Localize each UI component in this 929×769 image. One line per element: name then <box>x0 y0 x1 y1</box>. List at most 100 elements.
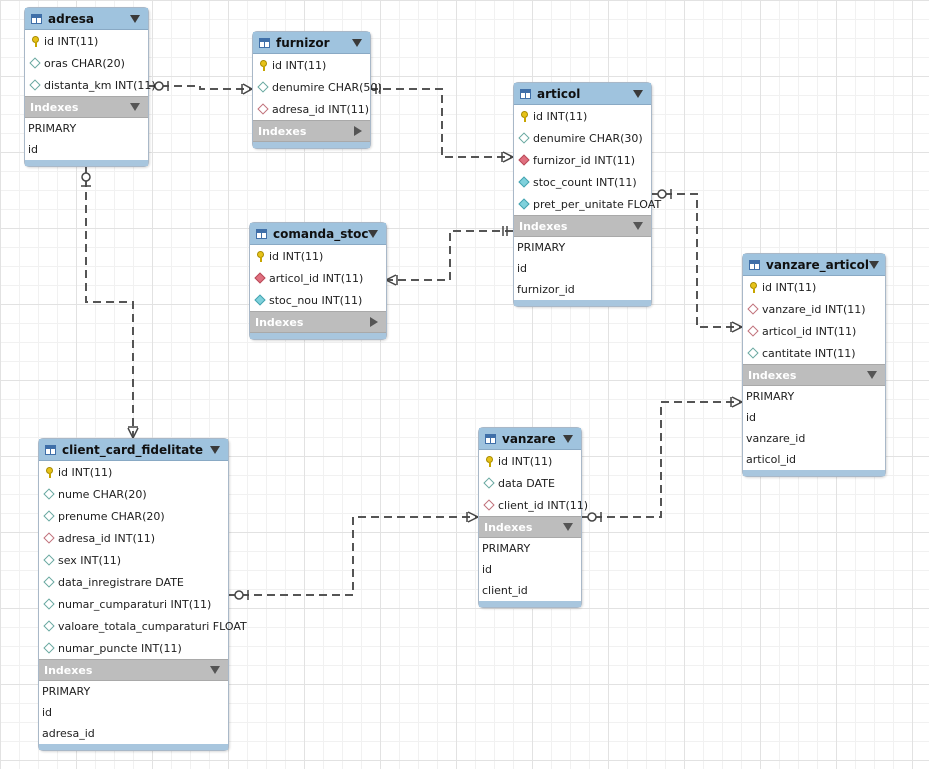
column-row[interactable]: sex INT(11) <box>39 549 228 571</box>
entity-client-card-fidelitate[interactable]: client_card_fidelitate id INT(11) nume C… <box>38 438 247 751</box>
many-end-vanzare-articol-b <box>731 396 743 403</box>
index-row[interactable]: id <box>28 143 39 156</box>
collapse-caret-icon[interactable] <box>130 14 140 23</box>
column-row[interactable]: nume CHAR(20) <box>39 483 228 505</box>
index-row[interactable]: PRIMARY <box>517 241 566 254</box>
index-row[interactable]: id <box>517 262 528 275</box>
column-row[interactable]: denumire CHAR(30) <box>514 127 651 149</box>
column-row[interactable]: adresa_id INT(11) <box>253 98 370 120</box>
collapse-caret-icon[interactable] <box>563 523 573 531</box>
entity-header[interactable]: articol <box>514 83 651 105</box>
collapse-caret-icon[interactable] <box>352 38 362 47</box>
column-label: articol_id INT(11) <box>762 324 857 338</box>
entity-vanzare-articol[interactable]: vanzare_articol id INT(11) vanzare_id IN… <box>742 253 886 477</box>
column-label: oras CHAR(20) <box>44 56 125 70</box>
index-row[interactable]: PRIMARY <box>482 542 531 555</box>
index-row[interactable]: id <box>42 706 53 719</box>
column-row[interactable]: articol_id INT(11) <box>250 267 386 289</box>
column-row[interactable]: id INT(11) <box>479 450 581 472</box>
indexes-label: Indexes <box>44 663 93 677</box>
expand-caret-icon[interactable] <box>354 126 362 136</box>
not-null-diamond-icon <box>518 198 530 210</box>
entity-vanzare[interactable]: vanzare id INT(11) data DATE client_id I… <box>478 427 588 608</box>
entity-header[interactable]: adresa <box>25 8 148 30</box>
column-row[interactable]: adresa_id INT(11) <box>39 527 228 549</box>
indexes-header[interactable]: Indexes <box>479 516 581 538</box>
column-row[interactable]: data DATE <box>479 472 581 494</box>
index-row[interactable]: id <box>482 563 493 576</box>
indexes-label: Indexes <box>258 124 307 138</box>
column-row[interactable]: oras CHAR(20) <box>25 52 148 74</box>
column-row[interactable]: denumire CHAR(50) <box>253 76 382 98</box>
column-label: valoare_totala_cumparaturi FLOAT <box>58 619 247 633</box>
collapse-caret-icon[interactable] <box>210 445 220 454</box>
index-row[interactable]: adresa_id <box>42 727 95 740</box>
entity-header[interactable]: furnizor <box>253 32 370 54</box>
indexes-header[interactable]: Indexes <box>253 120 370 142</box>
index-row[interactable]: vanzare_id <box>746 432 806 445</box>
column-label: nume CHAR(20) <box>58 487 147 501</box>
index-row[interactable]: furnizor_id <box>517 283 575 296</box>
column-row[interactable]: id INT(11) <box>250 245 386 267</box>
entity-title: adresa <box>48 11 94 26</box>
relationship-articol-vanzare-articol[interactable] <box>651 193 742 328</box>
entity-adresa[interactable]: adresa id INT(11) oras CHAR(20) distanta… <box>24 7 156 167</box>
collapse-caret-icon[interactable] <box>868 260 879 269</box>
expand-caret-icon[interactable] <box>370 317 378 327</box>
indexes-header[interactable]: Indexes <box>25 96 148 118</box>
relationship-adresa-client[interactable] <box>85 166 134 438</box>
column-row[interactable]: id INT(11) <box>743 276 885 298</box>
index-row[interactable]: id <box>746 411 757 424</box>
column-row[interactable]: pret_per_unitate FLOAT <box>514 193 661 215</box>
relationship-vanzare-vanzare-articol[interactable] <box>581 401 742 518</box>
column-row[interactable]: furnizor_id INT(11) <box>514 149 651 171</box>
column-row[interactable]: id INT(11) <box>39 461 228 483</box>
entity-articol[interactable]: articol id INT(11) denumire CHAR(30) fur… <box>513 82 661 307</box>
collapse-caret-icon[interactable] <box>633 222 643 230</box>
indexes-header[interactable]: Indexes <box>514 215 651 237</box>
indexes-header[interactable]: Indexes <box>39 659 228 681</box>
entity-header[interactable]: client_card_fidelitate <box>39 439 228 461</box>
column-row[interactable]: id INT(11) <box>514 105 651 127</box>
entity-header[interactable]: comanda_stoc <box>250 223 386 245</box>
relationship-furnizor-articol[interactable] <box>370 88 513 158</box>
column-row[interactable]: numar_cumparaturi INT(11) <box>39 593 228 615</box>
column-row[interactable]: prenume CHAR(20) <box>39 505 228 527</box>
entity-header[interactable]: vanzare <box>479 428 581 450</box>
column-label: distanta_km INT(11) <box>44 78 156 92</box>
column-row[interactable]: id INT(11) <box>253 54 370 76</box>
collapse-caret-icon[interactable] <box>368 229 379 238</box>
column-row[interactable]: stoc_count INT(11) <box>514 171 651 193</box>
entity-furnizor[interactable]: furnizor id INT(11) denumire CHAR(50) ad… <box>252 31 382 149</box>
column-row[interactable]: stoc_nou INT(11) <box>250 289 386 311</box>
index-row[interactable]: articol_id <box>746 453 797 466</box>
index-row[interactable]: PRIMARY <box>28 122 77 135</box>
column-row[interactable]: cantitate INT(11) <box>743 342 885 364</box>
relationship-adresa-furnizor[interactable] <box>148 85 252 90</box>
entity-comanda-stoc[interactable]: comanda_stoc id INT(11) articol_id INT(1… <box>249 222 387 340</box>
collapse-caret-icon[interactable] <box>563 434 573 443</box>
entity-header[interactable]: vanzare_articol <box>743 254 885 276</box>
column-row[interactable]: distanta_km INT(11) <box>25 74 156 96</box>
indexes-header[interactable]: Indexes <box>743 364 885 386</box>
column-row[interactable]: id INT(11) <box>25 30 148 52</box>
column-row[interactable]: vanzare_id INT(11) <box>743 298 885 320</box>
index-row[interactable]: PRIMARY <box>746 390 795 403</box>
index-row[interactable]: client_id <box>482 584 528 597</box>
primary-key-icon <box>258 60 268 71</box>
relationship-client-vanzare[interactable] <box>228 516 478 596</box>
column-row[interactable]: numar_puncte INT(11) <box>39 637 228 659</box>
column-row[interactable]: valoare_totala_cumparaturi FLOAT <box>39 615 247 637</box>
primary-key-icon <box>30 36 40 47</box>
collapse-caret-icon[interactable] <box>210 666 220 674</box>
primary-key-icon <box>484 456 494 467</box>
column-row[interactable]: data_inregistrare DATE <box>39 571 228 593</box>
indexes-header[interactable]: Indexes <box>250 311 386 333</box>
collapse-caret-icon[interactable] <box>130 103 140 111</box>
collapse-caret-icon[interactable] <box>867 371 877 379</box>
relationship-articol-comanda-stoc[interactable] <box>386 230 513 281</box>
index-row[interactable]: PRIMARY <box>42 685 91 698</box>
column-row[interactable]: client_id INT(11) <box>479 494 588 516</box>
collapse-caret-icon[interactable] <box>633 89 643 98</box>
column-row[interactable]: articol_id INT(11) <box>743 320 885 342</box>
